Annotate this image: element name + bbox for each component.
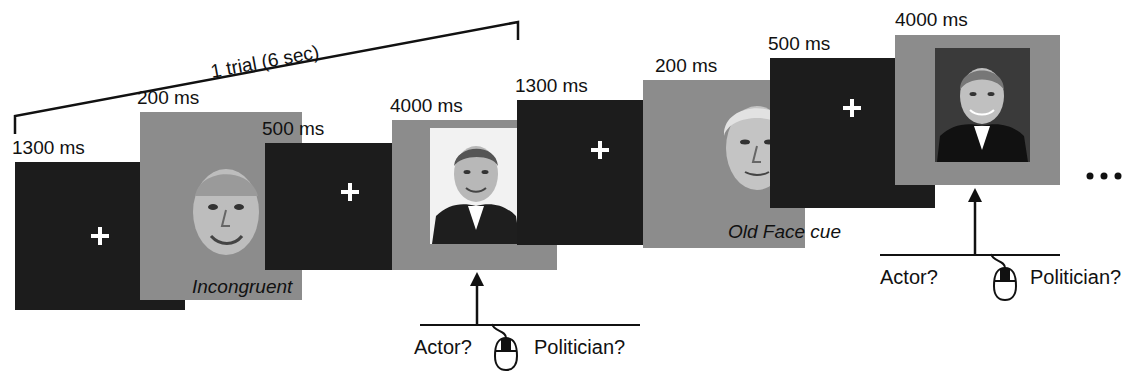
response-option: Politician? — [1030, 266, 1121, 288]
duration-label: 500 ms — [768, 34, 830, 55]
duration-label: 1300 ms — [515, 76, 588, 97]
duration-label: 4000 ms — [390, 96, 463, 117]
duration-label: 200 ms — [137, 88, 199, 109]
trial-duration-label: 1 trial (6 sec) — [209, 42, 321, 83]
response-option: Actor? — [880, 266, 938, 288]
duration-label: 1300 ms — [12, 138, 85, 159]
response-option: Politician? — [534, 336, 625, 358]
duration-label: 200 ms — [655, 56, 717, 77]
duration-label: 4000 ms — [895, 10, 968, 31]
condition-label: Old Face cue — [728, 222, 841, 243]
duration-label: 500 ms — [262, 119, 324, 140]
response-option: Actor? — [414, 336, 472, 358]
condition-label: Incongruent — [192, 277, 292, 298]
